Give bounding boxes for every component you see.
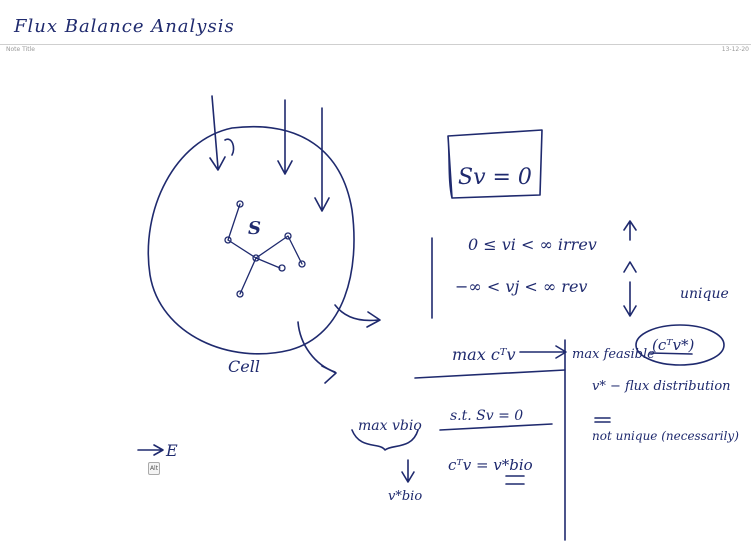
metabolic-network — [224, 200, 306, 298]
mass-balance-text: Sv = 0 — [458, 165, 532, 190]
unique-text: unique — [680, 286, 729, 302]
rev-bound-text: −∞ < vj < ∞ rev — [455, 277, 587, 296]
ctv-text: cᵀv = v*bio — [448, 456, 533, 474]
objective-divider — [414, 369, 566, 379]
input-arrows — [209, 95, 330, 212]
header-divider — [0, 44, 751, 45]
max-feasible-text: max feasible — [572, 347, 655, 362]
not-unique-text: not unique (necessarily) — [592, 429, 739, 443]
vbio-star-text: v*bio — [388, 489, 422, 504]
exchange-label: E — [165, 441, 178, 460]
matrix-label: S — [248, 218, 261, 239]
objective-arrow — [519, 345, 567, 359]
mass-balance-box — [447, 129, 543, 199]
irrev-bound-text: 0 ≤ vi < ∞ irrev — [468, 235, 597, 254]
exchange-arrow — [137, 444, 164, 456]
note-date: 13-12-20 — [721, 46, 749, 53]
optimum-ellipse — [635, 324, 725, 366]
alt-button[interactable]: Alt — [148, 462, 160, 475]
cell-outline — [147, 126, 355, 355]
optimum-text: (cᵀv*) — [652, 336, 695, 354]
page-title: Flux Balance Analysis — [14, 16, 235, 37]
st-underline — [439, 423, 553, 431]
st-text: s.t. Sv = 0 — [450, 408, 523, 424]
note-title-label: Note Title — [6, 46, 35, 53]
cell-label: Cell — [228, 357, 260, 376]
max-vbio-text: max vbio — [358, 418, 422, 434]
output-arrows — [297, 304, 381, 384]
up-arrow — [623, 220, 637, 241]
flux-distribution-text: v* − flux distribution — [592, 379, 731, 394]
double-arrow — [623, 261, 637, 317]
objective-text: max cᵀv — [452, 345, 516, 364]
